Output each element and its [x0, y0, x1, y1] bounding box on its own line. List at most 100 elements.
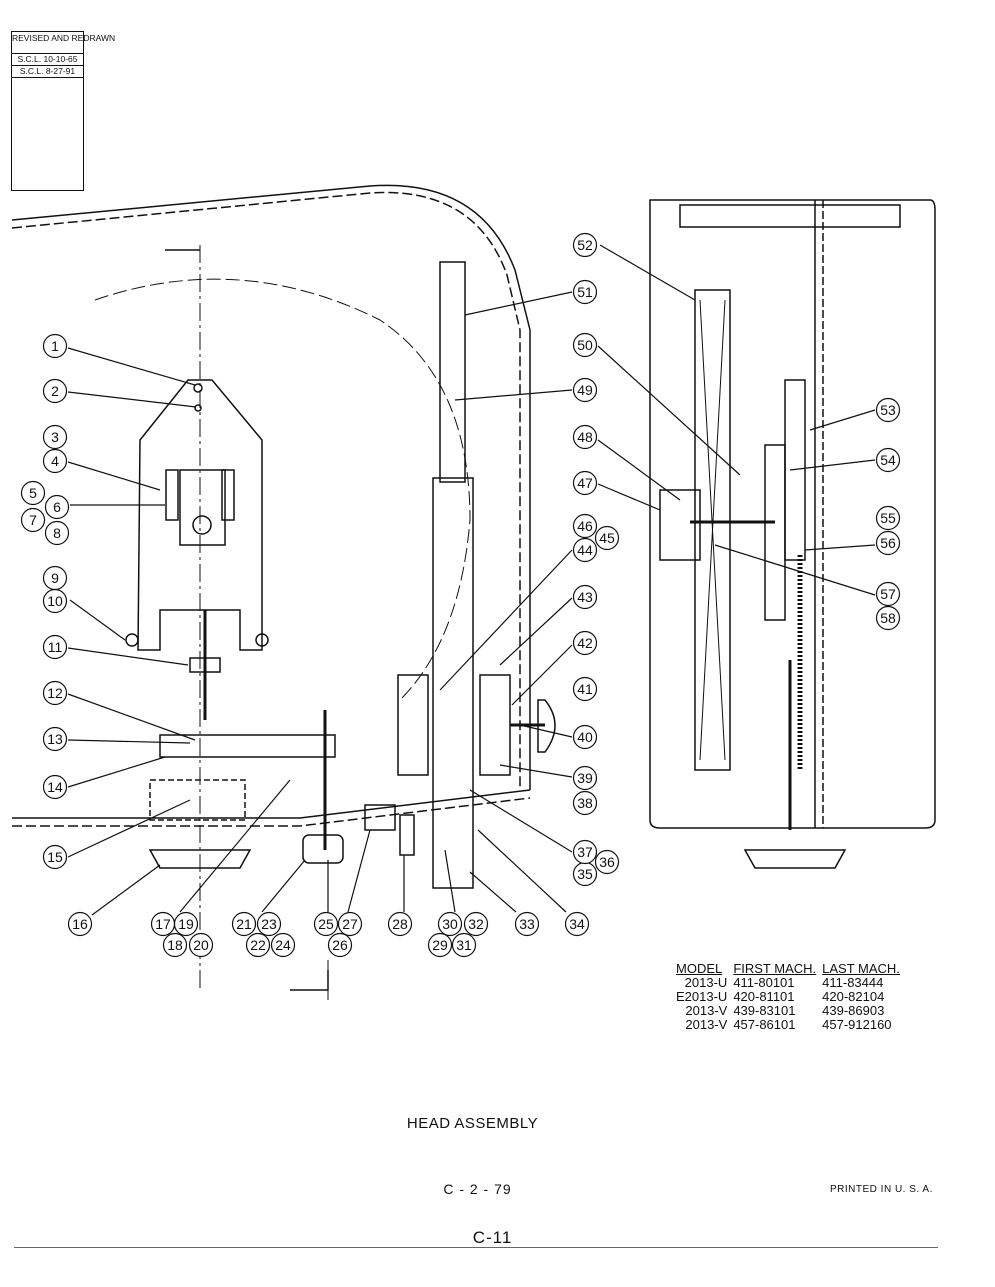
callout-number: 19 — [178, 916, 194, 932]
leader-37 — [469, 789, 573, 853]
callout-number: 23 — [261, 916, 277, 932]
callout-circle — [44, 520, 70, 546]
callout-19: 19 — [173, 911, 199, 937]
guide-arm — [159, 734, 336, 758]
callout-circle — [20, 480, 46, 506]
callout-number: 25 — [318, 916, 334, 932]
callout-41: 41 — [572, 676, 598, 702]
callout-circle — [572, 676, 598, 702]
leader-50 — [597, 345, 741, 476]
callout-number: 57 — [880, 586, 896, 602]
table-row: 2013-U 411-80101 411-83444 — [676, 976, 906, 990]
leader-27 — [347, 829, 371, 913]
callout-circle — [162, 932, 188, 958]
revision-box: REVISED AND REDRAWN S.C.L. 10-10-65 S.C.… — [11, 31, 115, 191]
callout-23: 23 — [256, 911, 282, 937]
callout-circle — [437, 911, 463, 937]
callout-circle — [42, 448, 68, 474]
leader-54 — [789, 459, 876, 471]
guard-block — [302, 834, 344, 864]
callout-circle — [42, 333, 68, 359]
callout-46: 46 — [572, 513, 598, 539]
callout-28: 28 — [387, 911, 413, 937]
header-first-mach: FIRST MACH. — [733, 961, 817, 976]
callout-number: 54 — [880, 452, 896, 468]
callout-47: 47 — [572, 470, 598, 496]
callout-4: 4 — [42, 448, 68, 474]
presser-foot — [148, 849, 252, 869]
callout-circle — [514, 911, 540, 937]
callout-8: 8 — [44, 520, 70, 546]
diagram-title: HEAD ASSEMBLY — [406, 1115, 539, 1132]
callout-number: 47 — [577, 475, 593, 491]
callout-circle — [42, 378, 68, 404]
callout-number: 51 — [577, 284, 593, 300]
callout-52: 52 — [572, 232, 598, 258]
callout-number: 15 — [47, 849, 63, 865]
leader-14 — [67, 756, 166, 788]
callout-number: 24 — [275, 937, 291, 953]
callout-53: 53 — [875, 397, 901, 423]
leader-44 — [439, 549, 573, 691]
bracket-pivot — [193, 383, 203, 393]
callout-number: 5 — [29, 485, 37, 501]
header-model: MODEL — [676, 961, 723, 976]
callout-32: 32 — [463, 911, 489, 937]
callout-12: 12 — [42, 680, 68, 706]
callout-circle — [427, 932, 453, 958]
callout-number: 18 — [167, 937, 183, 953]
frame-outline-hidden — [11, 191, 521, 790]
housing-top-bar — [679, 204, 901, 228]
callout-circle — [42, 588, 68, 614]
leader-43 — [499, 597, 573, 666]
callout-number: 30 — [442, 916, 458, 932]
model-serial-table: MODEL FIRST MACH. LAST MACH. 2013-U 411-… — [676, 962, 906, 1032]
callout-number: 3 — [51, 429, 59, 445]
first-mach-cell: 457-86101 — [733, 1017, 796, 1032]
callout-number: 53 — [880, 402, 896, 418]
callout-7: 7 — [20, 507, 46, 533]
callout-1: 1 — [42, 333, 68, 359]
wheel-hub — [659, 489, 701, 561]
callout-number: 12 — [47, 685, 63, 701]
leader-23 — [261, 859, 306, 913]
callout-36: 36 — [594, 849, 620, 875]
callout-30: 30 — [437, 911, 463, 937]
callout-45: 45 — [594, 525, 620, 551]
machine-outline — [11, 184, 936, 1000]
callout-circle — [572, 279, 598, 305]
leader-57 — [714, 544, 876, 596]
callout-circle — [572, 839, 598, 865]
page-number: C-11 — [472, 1228, 513, 1247]
guide-roller-right — [221, 469, 235, 521]
callout-number: 39 — [577, 770, 593, 786]
leader-11 — [67, 647, 189, 666]
callout-circle — [572, 470, 598, 496]
callout-number: 9 — [51, 570, 59, 586]
table-row: E2013-U 420-81101 420-82104 — [676, 990, 906, 1004]
clamp-bracket — [364, 804, 396, 831]
adjust-screw-right — [255, 633, 269, 647]
callout-number: 6 — [53, 499, 61, 515]
callout-39: 39 — [572, 765, 598, 791]
guide-block — [179, 469, 226, 546]
callout-number: 43 — [577, 589, 593, 605]
callout-24: 24 — [270, 932, 296, 958]
bracket-screw — [194, 404, 202, 412]
revision-entry-1: S.C.L. 10-10-65 — [12, 54, 83, 66]
callout-35: 35 — [572, 861, 598, 887]
leader-56 — [804, 544, 876, 551]
callout-circle — [564, 911, 590, 937]
callout-group — [67, 244, 876, 916]
callout-42: 42 — [572, 630, 598, 656]
leader-47 — [597, 483, 661, 511]
callout-number: 27 — [342, 916, 358, 932]
callout-circle — [875, 581, 901, 607]
callout-number: 46 — [577, 518, 593, 534]
callout-18: 18 — [162, 932, 188, 958]
foot-guard — [149, 779, 246, 821]
callout-48: 48 — [572, 424, 598, 450]
callout-number: 49 — [577, 382, 593, 398]
leader-34 — [477, 829, 567, 913]
callout-circle — [572, 724, 598, 750]
